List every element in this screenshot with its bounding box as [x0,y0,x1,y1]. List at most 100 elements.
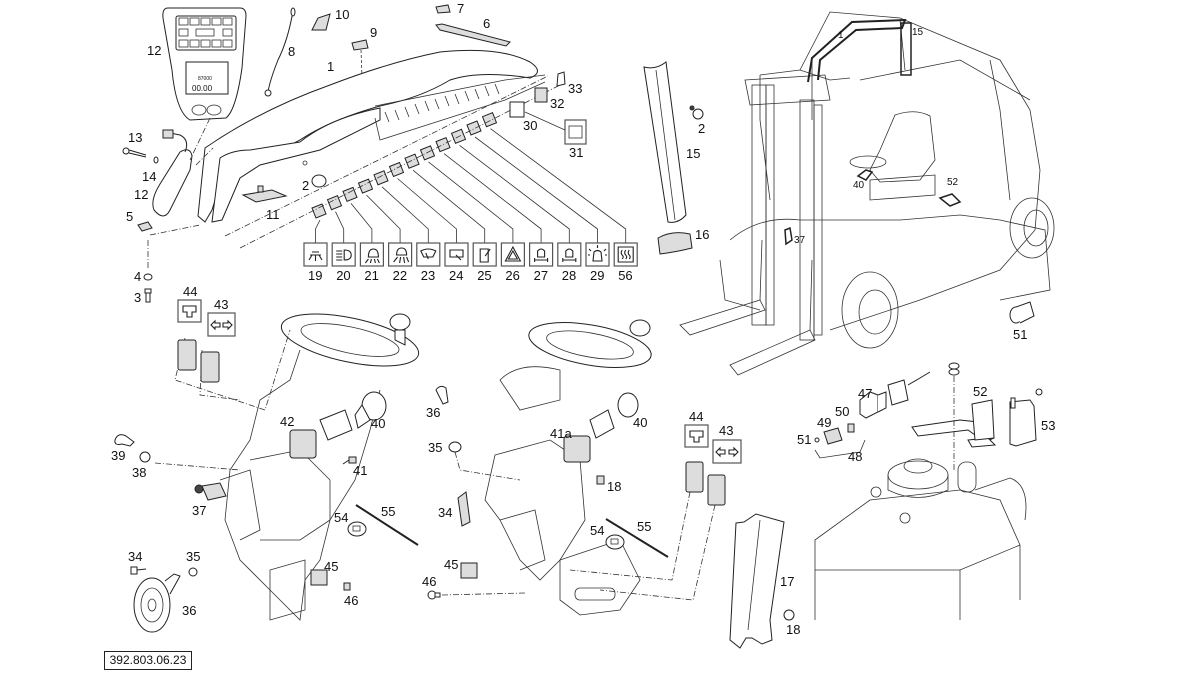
work-light-icon [308,251,323,261]
part-cover-12 [152,129,193,217]
callout-56: 56 [618,268,632,283]
callout-12b: 12 [134,187,148,202]
callout-31: 31 [569,145,583,160]
callout-49: 49 [817,415,831,430]
part-cover-33 [556,71,566,87]
callout-39: 35 [186,549,200,564]
callout-17: 17 [780,574,794,589]
callout-40-right: 40 [633,415,647,430]
switch-symbol-24: 24 [444,242,469,283]
part-relay-45-left [310,569,328,586]
instrument-display-panel: 87000 00.00 [162,7,247,121]
rear-wiper-icon [449,249,464,261]
rear-defrost-icon [617,246,634,263]
callout-45-left: 45 [324,559,338,574]
callout-7: 7 [457,1,464,16]
leader-line-56 [490,128,627,243]
callout-42-left: 42 [280,414,294,429]
callout-10: 10 [335,7,349,22]
part-switch-30 [509,101,525,118]
callout-35-left: 38 [132,465,146,480]
part-switch-43-right [707,474,726,506]
part-switch-43-left [200,351,220,383]
part-screw-46-right [427,590,441,600]
callout-2b: 2 [698,121,705,136]
callout-45-right: 45 [444,557,458,572]
part-strip-6 [435,23,511,47]
callout-42-right: 41a [550,426,572,441]
part-cap-16 [657,232,693,255]
part-plug-2 [311,174,327,188]
part-relay-53 [1009,397,1037,447]
part-clip-7 [435,4,451,14]
callout-24: 24 [449,268,463,283]
callout-43-left: 43 [214,297,228,312]
callout-50: 50 [835,404,849,419]
callout-22: 22 [393,268,407,283]
part-clip-2b [689,105,704,120]
callout-52: 52 [973,384,987,399]
steering-column-right [484,319,652,616]
part-washer-14 [153,156,159,164]
rear-work-light-icon [364,248,380,264]
part-ignition-34-left [194,482,227,501]
switch-symbol-23: 23 [416,242,441,283]
callout-5: 5 [126,209,133,224]
callout-13: 13 [128,130,142,145]
indicator-symbol-44-left [177,299,202,323]
switch-symbol-28: 28 [557,242,582,283]
callout-18: 18 [786,622,800,637]
rocker-switch-row [311,112,498,219]
callout-34-right: 34 [438,505,452,520]
display-readout: 00.00 [192,84,213,93]
part-key-36-left [114,434,135,447]
callout-34-left: 37 [192,503,206,518]
part-screw-41a [596,475,605,485]
callout-44-left: 44 [183,284,197,299]
callout-48: 48 [848,449,862,464]
part-grommet-54-left [347,521,367,537]
part-switch-32 [534,87,548,103]
callout-16: 16 [695,227,709,242]
callout-overview-52: 52 [947,177,959,188]
part-clip-10 [311,13,331,31]
rotate-right-icon [562,248,577,262]
rocker-switch-56 [481,112,498,128]
callout-51: 51 [1013,327,1027,342]
part-lever-40-left [319,391,387,441]
switch-symbol-21: 21 [359,242,384,283]
rocker-switch-24 [388,161,405,178]
part-bolt-3 [144,288,152,303]
callout-44-right: 44 [689,409,703,424]
callout-3: 3 [134,290,141,305]
callout-32: 32 [550,96,564,111]
front-work-light-icon [393,247,410,264]
part-bracket-47 [859,391,887,419]
part-switch-44-right [685,461,704,493]
callout-8: 8 [288,44,295,59]
rocker-switch-29 [466,120,482,136]
indicator-symbol-44-right [684,424,709,448]
part-pin-51b [814,437,820,443]
callout-55-left: 55 [381,504,395,519]
switch-leader-lines [315,128,627,243]
callout-33: 33 [568,81,582,96]
callout-25: 25 [477,268,491,283]
callout-2: 2 [302,178,309,193]
part-cable-8 [264,7,296,97]
callout-overview-1: 1 [838,30,844,41]
rocker-switch-19 [311,203,327,219]
callout-43-right: 43 [719,423,733,438]
callout-21: 21 [364,268,378,283]
forklift-overview [679,11,1055,376]
rocker-switch-25 [404,153,420,169]
leader-line-20 [335,211,345,243]
part-ignition-34-right [457,491,471,527]
callout-46-right: 46 [422,574,436,589]
leader-line-29 [474,136,598,243]
part-switch-42-left [289,429,317,459]
callout-27: 27 [534,268,548,283]
leader-line-27 [443,153,542,243]
callout-12a: 12 [147,43,161,58]
